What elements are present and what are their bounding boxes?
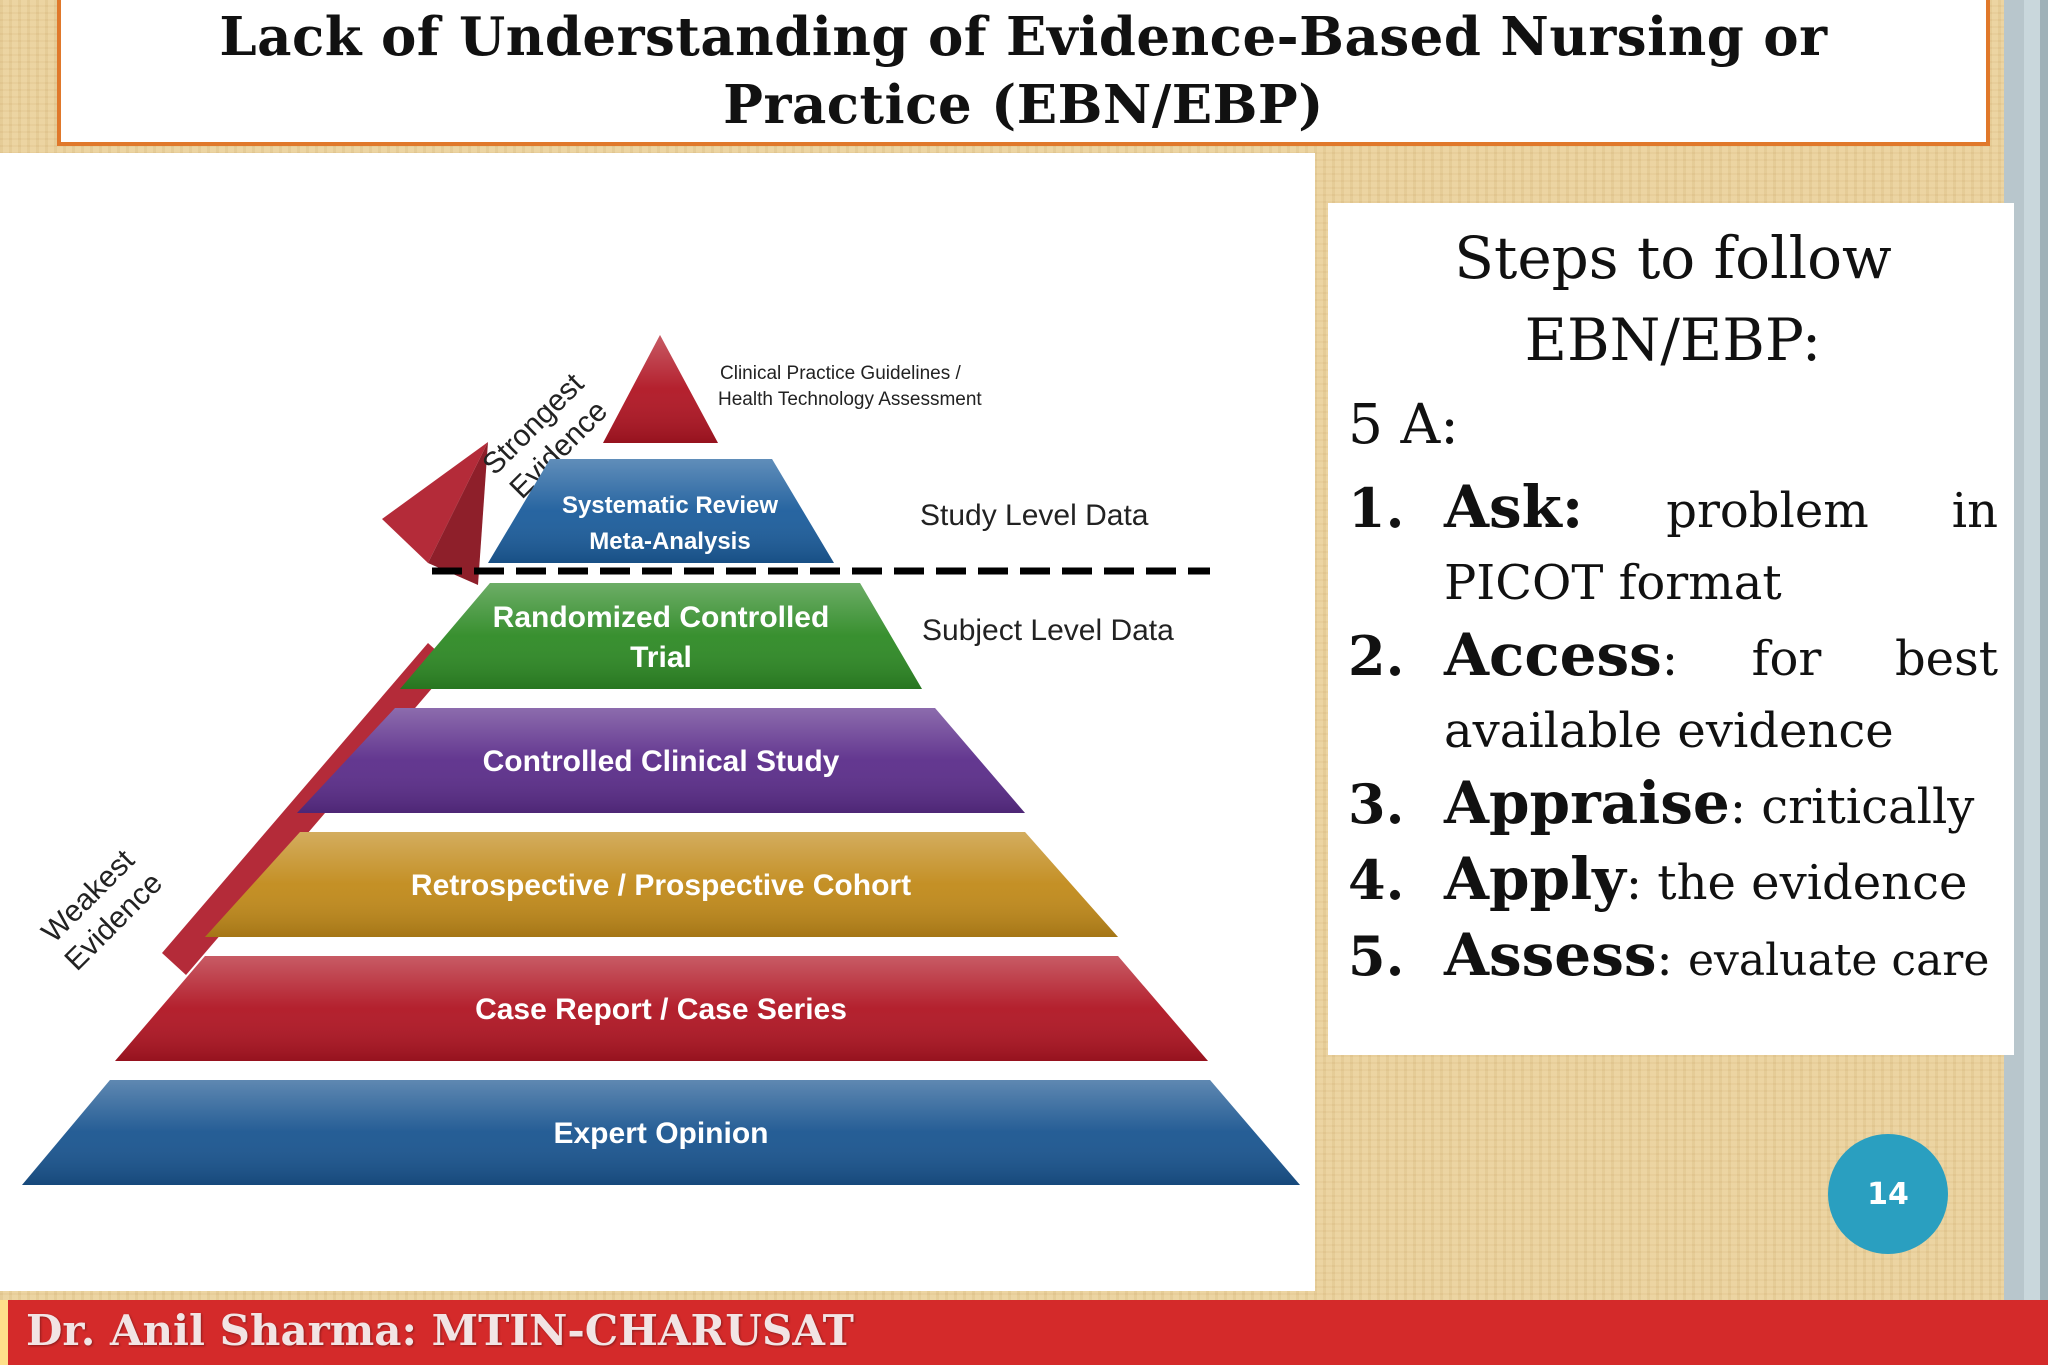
tier-1-label-line2: Meta-Analysis	[589, 528, 750, 555]
tier-3-shine	[297, 708, 1025, 813]
evidence-pyramid-panel: Strongest Evidence Weakest Evidence Clin…	[0, 153, 1315, 1291]
step-key: Appraise	[1444, 769, 1730, 837]
tier-4-shine	[205, 832, 1118, 937]
step-number: 1.	[1348, 476, 1405, 540]
footer-author: Dr. Anil Sharma: MTIN-CHARUSAT	[26, 1306, 854, 1355]
arrow-head	[382, 442, 488, 563]
steps-heading: Steps to follow EBN/EBP:	[1348, 217, 1998, 381]
step-item-apply: 4. Apply: the evidence	[1348, 843, 1998, 919]
step-item-ask: 1. Ask: problem in PICOT format	[1348, 471, 1998, 619]
steps-panel: Steps to follow EBN/EBP: 5 A: 1. Ask: pr…	[1328, 203, 2014, 1055]
apex-label-line2: Health Technology Assessment	[718, 389, 982, 410]
tier-2-label-line1: Randomized Controlled	[493, 601, 830, 634]
tier-6-label: Expert Opinion	[553, 1117, 768, 1150]
step-description: problem in PICOT format	[1444, 483, 1998, 611]
tier-3-label: Controlled Clinical Study	[483, 745, 840, 778]
step-item-appraise: 3. Appraise: critically	[1348, 767, 1998, 843]
arrow-head-shade	[428, 442, 488, 585]
step-key: Access	[1444, 621, 1662, 689]
page-number-badge: 14	[1828, 1134, 1948, 1254]
step-description: evaluate care	[1687, 935, 1990, 986]
step-number: 5.	[1348, 924, 1405, 988]
tier-5-label: Case Report / Case Series	[475, 993, 847, 1026]
step-number: 2.	[1348, 624, 1405, 688]
step-item-access: 2. Access: for best available evidence	[1348, 619, 1998, 767]
pyramid-apex	[603, 335, 718, 443]
title-box: Lack of Understanding of Evidence-Based …	[57, 0, 1990, 146]
step-key: Assess	[1444, 921, 1657, 989]
apex-label-line1: Clinical Practice Guidelines /	[720, 363, 961, 384]
step-number: 3.	[1348, 772, 1405, 836]
step-description: the evidence	[1657, 855, 1968, 911]
pyramid-tier-6: Expert Opinion	[22, 1080, 1300, 1185]
slide-title: Lack of Understanding of Evidence-Based …	[219, 6, 1828, 136]
tier-4-label: Retrospective / Prospective Cohort	[411, 869, 911, 902]
tier-2-label-line2: Trial	[630, 641, 692, 674]
pyramid-tier-1: Systematic Review Meta-Analysis	[488, 459, 834, 563]
pyramid-tier-5: Case Report / Case Series	[115, 956, 1208, 1061]
study-level-data-label: Study Level Data	[920, 499, 1149, 532]
weakest-evidence-label: Weakest Evidence	[36, 843, 169, 977]
tier-6-shine	[22, 1080, 1300, 1185]
step-key: Apply	[1444, 845, 1626, 913]
pyramid-apex-shine	[603, 335, 718, 443]
steps-list: 1. Ask: problem in PICOT format 2. Acces…	[1348, 471, 1998, 997]
step-separator: :	[1729, 779, 1747, 835]
step-description: critically	[1761, 779, 1975, 835]
pyramid-tier-3: Controlled Clinical Study	[297, 708, 1025, 813]
step-separator: :	[1656, 931, 1673, 987]
tier-2-shine	[400, 583, 922, 689]
step-key: Ask:	[1444, 473, 1584, 541]
steps-heading-line2: EBN/EBP:	[1524, 306, 1822, 374]
evidence-pyramid-diagram: Strongest Evidence Weakest Evidence Clin…	[22, 335, 1300, 1185]
step-description: for best available evidence	[1444, 631, 1998, 759]
pyramid-tier-4: Retrospective / Prospective Cohort	[205, 832, 1118, 937]
tier-5-shine	[115, 956, 1208, 1061]
footer-bar: Dr. Anil Sharma: MTIN-CHARUSAT	[0, 1300, 2048, 1365]
steps-heading-line1: Steps to follow	[1454, 224, 1892, 292]
pyramid-tier-2: Randomized Controlled Trial	[400, 583, 922, 689]
subject-level-data-label: Subject Level Data	[922, 614, 1174, 647]
step-separator: :	[1661, 631, 1679, 687]
tier-1-shine	[488, 459, 834, 563]
tier-1-label-line1: Systematic Review	[562, 492, 778, 519]
step-item-assess: 5. Assess: evaluate care	[1348, 919, 1998, 997]
step-number: 4.	[1348, 848, 1405, 912]
step-separator: :	[1625, 855, 1643, 911]
steps-subheading: 5 A:	[1348, 392, 1459, 456]
